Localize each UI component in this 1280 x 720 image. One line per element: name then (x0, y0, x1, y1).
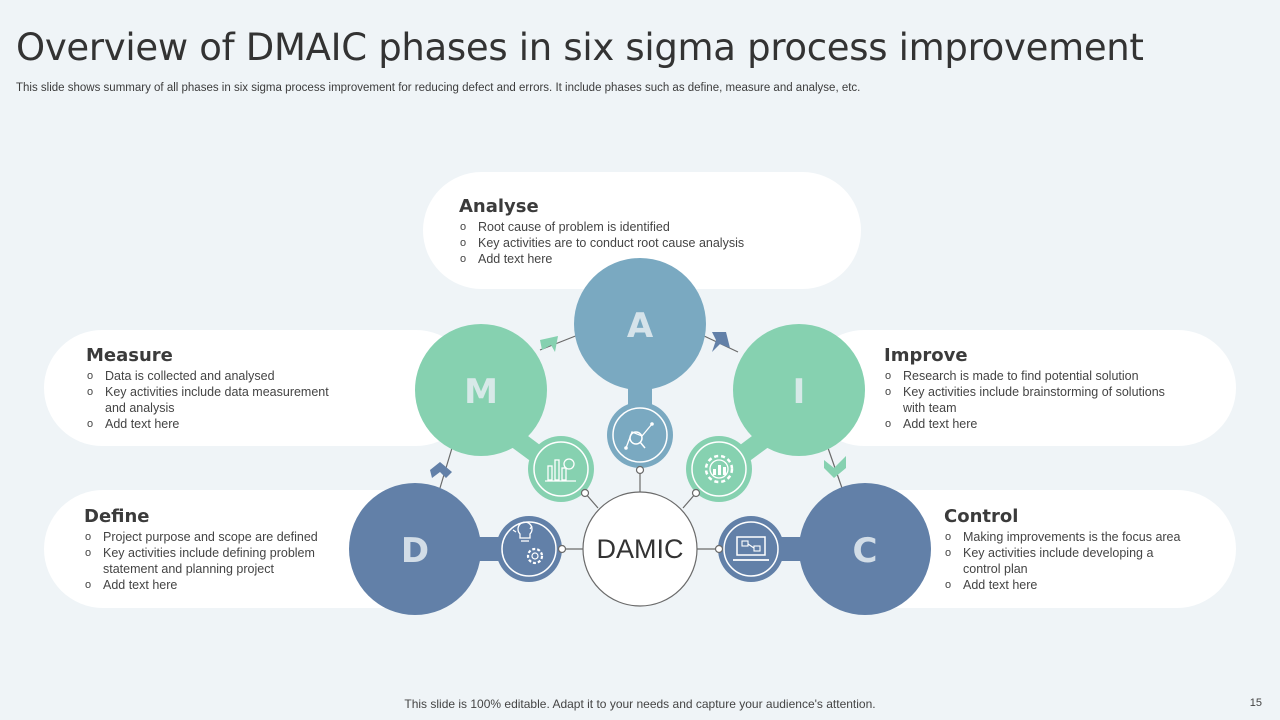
analyse-title: Analyse (459, 196, 539, 217)
center-label: DAMIC (597, 534, 684, 564)
phase-letter-control: C (853, 531, 878, 571)
phase-letter-measure: M (464, 372, 498, 412)
improve-bullet: Key activities include brainstorming of … (884, 384, 1165, 400)
footer-note: This slide is 100% editable. Adapt it to… (404, 697, 876, 711)
phase-letter-analyse: A (627, 306, 654, 346)
phase-circle-measure: M (415, 324, 594, 502)
phase-letter-improve: I (793, 372, 806, 412)
define-bullet: Key activities include defining problem (84, 545, 318, 561)
improve-bullet: Research is made to find potential solut… (884, 368, 1165, 384)
chart-icon (533, 441, 589, 497)
arrow-icon (712, 332, 730, 352)
improve-bullet: Add text here (884, 416, 1165, 432)
page-subtitle: This slide shows summary of all phases i… (16, 82, 861, 94)
phase-circle-control: C (718, 483, 931, 615)
gear-chart-icon (691, 441, 747, 497)
define-card: Define Project purpose and scope are def… (84, 506, 318, 593)
improve-bullet-continued: with team (903, 401, 957, 415)
monitor-icon (723, 521, 779, 577)
phase-circle-define: D (349, 483, 562, 615)
measure-bullet: Data is collected and analysed (86, 368, 329, 384)
control-bullet: Add text here (944, 577, 1180, 593)
define-bullet: Add text here (84, 577, 318, 593)
measure-bullet: Add text here (86, 416, 329, 432)
control-bullet: Key activities include developing a (944, 545, 1180, 561)
arrow-icon (824, 456, 846, 478)
phase-letter-define: D (401, 531, 429, 571)
analyse-card: Analyse Root cause of problem is identif… (459, 196, 744, 267)
analysis-icon (612, 407, 668, 463)
define-title: Define (84, 506, 150, 527)
measure-title: Measure (86, 345, 173, 366)
connector-dot (557, 465, 724, 554)
control-card: Control Making improvements is the focus… (944, 506, 1180, 593)
define-bullet: Project purpose and scope are defined (84, 529, 318, 545)
control-bullet: Making improvements is the focus area (944, 529, 1180, 545)
analyse-bullet: Key activities are to conduct root cause… (459, 235, 744, 251)
measure-bullet: Key activities include data measurement (86, 384, 329, 400)
define-bullet-continued: statement and planning project (103, 562, 274, 576)
center-circle: DAMIC (582, 491, 698, 607)
control-title: Control (944, 506, 1019, 527)
improve-title: Improve (884, 345, 968, 366)
arrow-icon (540, 336, 558, 352)
page-title: Overview of DMAIC phases in six sigma pr… (16, 26, 1144, 69)
analyse-bullet: Root cause of problem is identified (459, 219, 744, 235)
measure-card: Measure Data is collected and analysed K… (86, 345, 329, 432)
phase-circle-analyse: A (574, 258, 706, 468)
arrow-icon (430, 462, 452, 478)
improve-card: Improve Research is made to find potenti… (884, 345, 1165, 432)
analyse-bullet: Add text here (459, 251, 744, 267)
page-number: 15 (1249, 697, 1262, 709)
measure-bullet-continued: and analysis (105, 401, 175, 415)
control-bullet-continued: control plan (963, 562, 1028, 576)
idea-gear-icon (501, 521, 557, 577)
